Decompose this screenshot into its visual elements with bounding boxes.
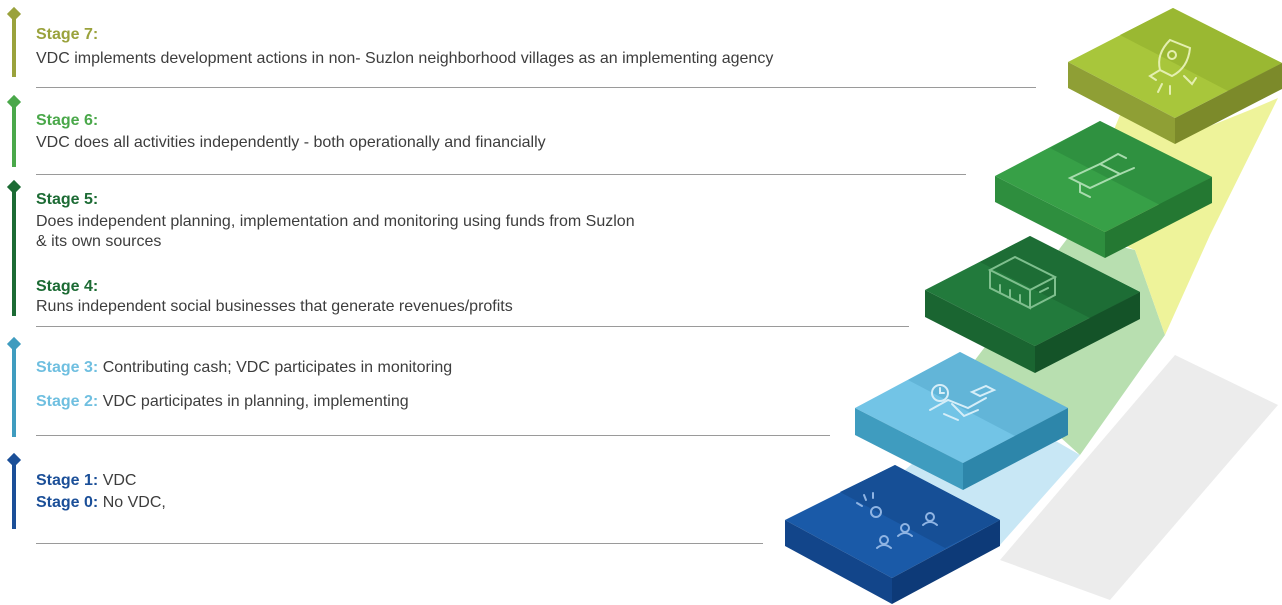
stage-3: Stage 3: Contributing cash; VDC particip… — [36, 358, 452, 378]
stage-5-text-line1: Does independent planning, implementatio… — [36, 213, 635, 230]
stage-6-heading: Stage 6: — [36, 112, 99, 129]
stage-5-text-line2: & its own sources — [36, 233, 162, 250]
handshake-clock-icon — [929, 384, 997, 421]
stage-6-marker — [2, 94, 26, 167]
stage-2: Stage 2: VDC participates in planning, i… — [36, 392, 409, 412]
divider — [36, 87, 1036, 88]
step-2-block — [855, 352, 1068, 490]
megaphone-icon — [1067, 152, 1135, 198]
divider — [36, 435, 830, 436]
stage-3-2-marker — [2, 336, 26, 437]
stage-3-heading: Stage 3: — [36, 359, 99, 376]
stage-1-text: VDC — [98, 472, 137, 489]
stage-7-marker — [2, 6, 26, 77]
stage-5-4-marker — [2, 179, 26, 316]
stage-0-text: No VDC, — [98, 494, 166, 511]
stage-4: Stage 4: Runs independent social busines… — [36, 277, 513, 317]
stage-7: Stage 7: VDC implements development acti… — [36, 25, 773, 69]
floor-shadow — [1000, 355, 1278, 600]
stage-7-heading: Stage 7: — [36, 26, 99, 43]
step-5-block — [1068, 8, 1282, 144]
building-icon — [987, 255, 1058, 310]
stage-6: Stage 6: VDC does all activities indepen… — [36, 111, 546, 153]
stage-6-text: VDC does all activities independently - … — [36, 134, 546, 151]
stage-7-text: VDC implements development actions in no… — [36, 50, 774, 67]
divider — [36, 326, 909, 327]
stage-2-heading: Stage 2: — [36, 393, 99, 410]
step-1-block — [785, 465, 1000, 604]
step-3-block — [925, 236, 1140, 373]
stage-4-heading: Stage 4: — [36, 278, 99, 295]
stage-4-text: Runs independent social businesses that … — [36, 298, 513, 315]
stage-1: Stage 1: VDC — [36, 471, 136, 491]
stage-1-heading: Stage 1: — [36, 472, 99, 489]
people-idea-icon — [856, 492, 938, 549]
divider — [36, 174, 966, 175]
stage-3-text: Contributing cash; VDC participates in m… — [98, 359, 453, 376]
stage-5-heading: Stage 5: — [36, 191, 99, 208]
divider — [36, 543, 763, 544]
rocket-icon — [1148, 38, 1197, 95]
stage-2-text: VDC participates in planning, implementi… — [98, 393, 409, 410]
step-4-block — [995, 121, 1212, 258]
stage-5: Stage 5: Does independent planning, impl… — [36, 190, 635, 252]
stage-1-0-marker — [2, 452, 26, 529]
stage-0: Stage 0: No VDC, — [36, 493, 166, 513]
stage-0-heading: Stage 0: — [36, 494, 99, 511]
